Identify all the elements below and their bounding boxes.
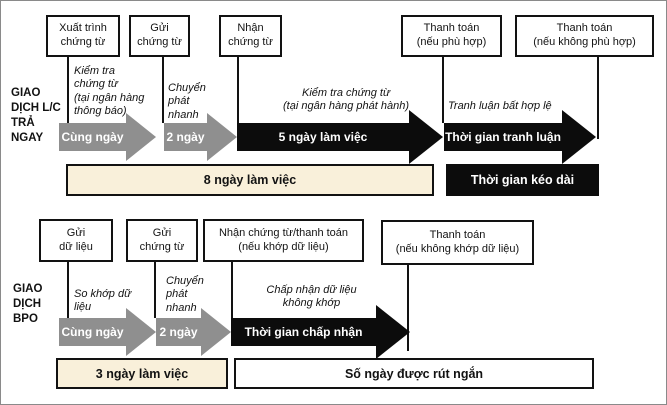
lc-box-present-documents: Xuất trình chứng từ <box>46 15 120 57</box>
bpo-arrow-2-days-label: 2 ngày <box>159 325 198 339</box>
bpo-box-send-documents: Gửi chứng từ <box>126 219 198 262</box>
lc-annot-check-issuing-bank: Kiểm tra chứng từ (tại ngân hàng phát hà… <box>283 87 409 113</box>
arrow-head-icon <box>207 113 237 161</box>
bpo-annot-data-matching: So khớp dữ liệu <box>74 288 132 314</box>
lc-arrow-dispute-time: Thời gian tranh luận <box>444 123 562 151</box>
connector-line <box>237 57 239 123</box>
lc-annot-discrepancy-dispute: Tranh luận bất hợp lệ <box>448 100 552 112</box>
lc-arrow-2-days-label: 2 ngày <box>166 130 205 144</box>
lc-arrow-same-day-label: Cùng ngày <box>61 130 124 144</box>
bpo-bar-days-reduced: Số ngày được rút ngắn <box>234 358 594 389</box>
lc-arrow-2-days: 2 ngày <box>164 123 207 151</box>
connector-line <box>597 57 599 139</box>
connector-line <box>442 57 444 123</box>
lc-bar-extended-time: Thời gian kéo dài <box>446 164 599 196</box>
bpo-box-receive-docs-payment: Nhận chứng từ/thanh toán (nếu khớp dữ li… <box>203 219 364 262</box>
bpo-arrow-acceptance-time-label: Thời gian chấp nhận <box>244 325 363 339</box>
lc-box-payment-noncompliant: Thanh toán (nếu không phù hợp) <box>515 15 654 57</box>
connector-line <box>162 57 164 123</box>
bpo-arrow-acceptance-time: Thời gian chấp nhận <box>231 318 376 346</box>
lc-arrow-same-day: Cùng ngày <box>59 123 126 151</box>
connector-line <box>67 262 69 318</box>
arrow-head-icon <box>126 113 156 161</box>
connector-line <box>67 57 69 123</box>
arrow-head-icon <box>126 308 156 356</box>
lc-section-label: GIAO DỊCH L/C TRẢ NGAY <box>11 87 61 144</box>
connector-line <box>231 262 233 318</box>
arrow-head-icon <box>562 110 596 164</box>
arrow-head-icon <box>201 308 231 356</box>
lc-box-receive-documents: Nhận chứng từ <box>219 15 282 57</box>
bpo-section-label: GIAO DỊCH BPO <box>13 283 43 325</box>
bpo-box-send-data: Gửi dữ liệu <box>39 219 113 262</box>
lc-box-send-documents: Gửi chứng từ <box>129 15 190 57</box>
lc-annot-check-advising-bank: Kiểm tra chứng từ (tại ngân hàng thông b… <box>74 65 145 118</box>
bpo-box-payment-data-mismatch: Thanh toán (nếu không khớp dữ liệu) <box>381 220 534 265</box>
bpo-arrow-2-days: 2 ngày <box>156 318 201 346</box>
lc-annot-courier: Chuyển phát nhanh <box>168 82 206 121</box>
arrow-head-icon <box>409 110 443 164</box>
bpo-arrow-same-day: Cùng ngày <box>59 318 126 346</box>
lc-arrow-5-working-days-label: 5 ngày làm việc <box>278 130 368 144</box>
bpo-annot-courier: Chuyển phát nhanh <box>166 275 204 314</box>
bpo-annot-accept-mismatch: Chấp nhận dữ liệu không khớp <box>266 284 357 310</box>
bpo-bar-3-working-days: 3 ngày làm việc <box>56 358 228 389</box>
arrow-head-icon <box>376 305 410 359</box>
lc-bar-8-working-days: 8 ngày làm việc <box>66 164 434 196</box>
lc-box-payment-compliant: Thanh toán (nếu phù hợp) <box>401 15 502 57</box>
lc-arrow-dispute-time-label: Thời gian tranh luận <box>445 130 561 144</box>
bpo-arrow-same-day-label: Cùng ngày <box>61 325 124 339</box>
connector-line <box>154 262 156 318</box>
lc-arrow-5-working-days: 5 ngày làm việc <box>237 123 409 151</box>
